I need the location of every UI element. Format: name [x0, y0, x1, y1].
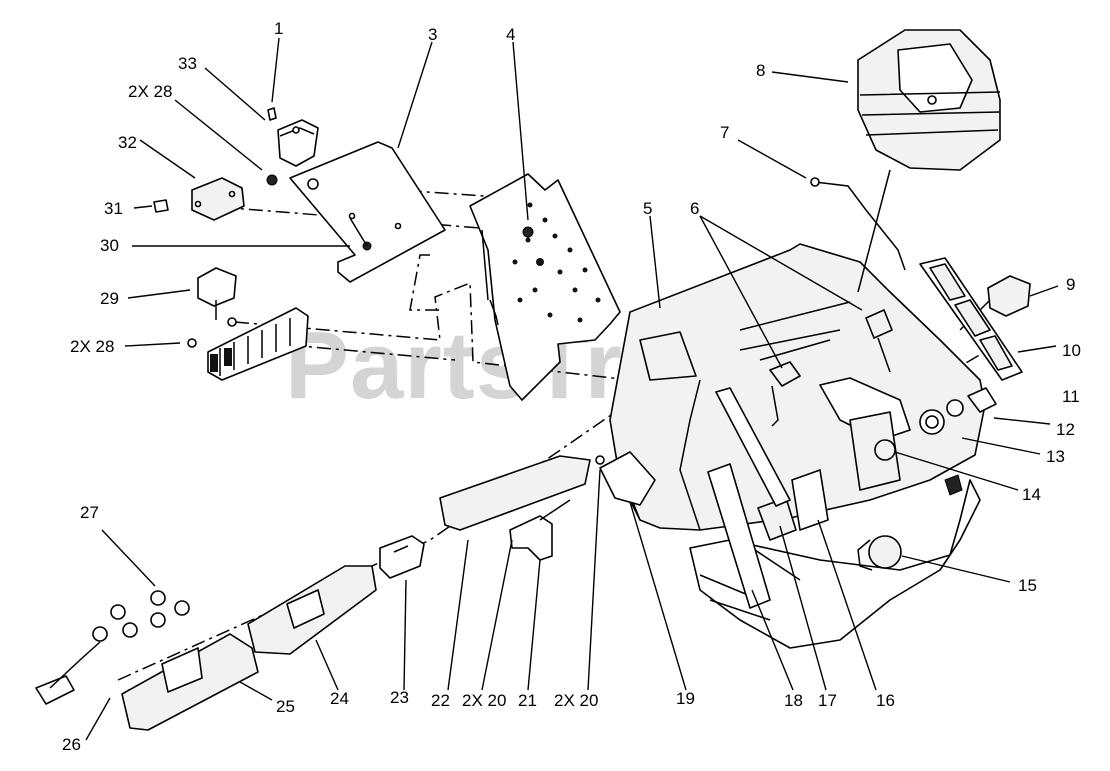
part-12-washer [946, 399, 964, 417]
part-22-panel [439, 455, 591, 531]
part-7-rod [814, 181, 906, 271]
part-11-switch [967, 387, 997, 413]
part-3-mounting-bracket [289, 141, 446, 283]
callout-13: 13 [1046, 447, 1065, 466]
callout-7: 7 [720, 123, 730, 142]
part-4-control-panel [469, 173, 621, 401]
part-28-screw-lower [187, 338, 197, 348]
callout-33: 33 [178, 54, 197, 73]
callout-4: 4 [506, 25, 516, 44]
callout-22: 22 [431, 691, 450, 710]
callout-25: 25 [276, 697, 295, 716]
part-8-boot [857, 29, 1001, 171]
callout-14: 14 [1022, 485, 1041, 504]
part-15-lamp [868, 535, 902, 569]
part-28-nut-upper [266, 174, 278, 186]
callout-5: 5 [643, 199, 653, 218]
callout-16: 16 [876, 691, 895, 710]
callout-32: 32 [118, 133, 137, 152]
callout-2x20-right: 2X 20 [554, 691, 599, 710]
fuse-block [207, 307, 309, 381]
part-21-bracket [509, 515, 553, 561]
part-6-knob-left [769, 361, 801, 387]
part-5-window [639, 331, 697, 381]
callout-24: 24 [330, 689, 349, 708]
callout-15: 15 [1018, 576, 1037, 595]
callout-11: 11 [1062, 387, 1080, 406]
callout-6: 6 [690, 199, 700, 218]
part-29-relay [197, 267, 237, 307]
callout-2x28-lower: 2X 28 [70, 337, 115, 356]
part-32-cover-plate [191, 177, 245, 221]
callout-31: 31 [104, 199, 123, 218]
callout-18: 18 [784, 691, 803, 710]
callout-26: 26 [62, 735, 81, 754]
part-18-lever-plate [707, 463, 771, 609]
callout-30: 30 [100, 236, 119, 255]
callout-3: 3 [428, 25, 438, 44]
callout-1: 1 [274, 19, 284, 38]
part-23-switch [379, 535, 425, 579]
part-9-knob [987, 275, 1031, 317]
part-6-knob-right [865, 309, 893, 339]
part-14-ignition-switch [874, 439, 896, 461]
callout-8: 8 [756, 61, 766, 80]
part-1-screw [267, 107, 277, 121]
callout-23: 23 [390, 688, 409, 707]
callout-12: 12 [1056, 420, 1075, 439]
callout-2x20-left: 2X 20 [462, 691, 507, 710]
callout-2x28-upper: 2X 28 [128, 82, 173, 101]
part-27-bulbs [92, 590, 190, 642]
callout-17: 17 [818, 691, 837, 710]
part-16-grommet [791, 469, 829, 531]
leader-lines [85, 37, 1059, 741]
part-31-screw [153, 199, 169, 213]
part-19-bracket [599, 451, 656, 506]
callout-9: 9 [1066, 275, 1076, 294]
callout-10: 10 [1062, 341, 1081, 360]
callout-29: 29 [100, 289, 119, 308]
callout-21: 21 [518, 691, 537, 710]
callout-19: 19 [676, 689, 695, 708]
part-26-connector [35, 675, 75, 705]
callout-27: 27 [80, 503, 99, 522]
